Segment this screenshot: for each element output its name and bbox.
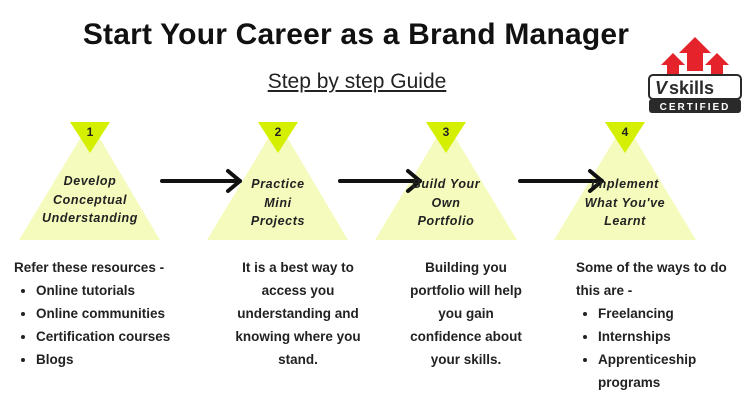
step-4-triangle xyxy=(554,122,696,240)
step-2-description: It is a best way to access you understan… xyxy=(235,260,361,367)
arrow-right-icon xyxy=(518,169,604,193)
step-1-intro: Refer these resources - xyxy=(14,260,165,275)
step-1-triangle xyxy=(19,122,160,240)
step-4-number-tab xyxy=(605,122,645,153)
arrow-right-icon xyxy=(160,169,242,193)
step-3-number: 3 xyxy=(442,125,450,139)
logo-text: skills xyxy=(669,78,714,98)
step-2-triangle xyxy=(207,122,348,240)
logo-v: V xyxy=(655,78,669,98)
list-item: Online communities xyxy=(36,302,214,325)
list-item: Certification courses xyxy=(36,325,214,348)
list-item: Apprenticeship programs xyxy=(598,348,748,394)
step-3-description: Building you portfolio will help you gai… xyxy=(410,260,522,367)
list-item: Freelancing xyxy=(598,302,748,325)
page-title: Start Your Career as a Brand Manager xyxy=(82,18,630,51)
list-item: Online tutorials xyxy=(36,279,214,302)
step-4-number: 4 xyxy=(621,125,629,139)
vskills-logo: V skills CERTIFIED xyxy=(648,37,742,113)
list-item: Internships xyxy=(598,325,748,348)
step-2-number-tab xyxy=(258,122,298,153)
step-3-number-tab xyxy=(426,122,466,153)
step-4-description: Some of the ways to do this are - Freela… xyxy=(576,256,748,394)
step-triangles xyxy=(19,122,696,240)
step-3-triangle xyxy=(375,122,517,240)
step-1-number: 1 xyxy=(86,125,94,139)
step-4-bullet-list: Freelancing Internships Apprenticeship p… xyxy=(576,302,748,394)
step-2-number: 2 xyxy=(274,125,282,139)
step-1-bullet-list: Online tutorials Online communities Cert… xyxy=(14,279,214,371)
step-1-number-tab xyxy=(70,122,110,153)
red-arrows-icon xyxy=(661,37,729,75)
step-1-description: Refer these resources - Online tutorials… xyxy=(14,256,214,371)
flow-arrows xyxy=(160,169,604,193)
list-item: Blogs xyxy=(36,348,214,371)
number-tabs xyxy=(70,122,645,153)
arrow-right-icon xyxy=(338,169,422,193)
logo-certified: CERTIFIED xyxy=(660,102,731,113)
page-subtitle: Step by step Guide xyxy=(267,70,447,93)
